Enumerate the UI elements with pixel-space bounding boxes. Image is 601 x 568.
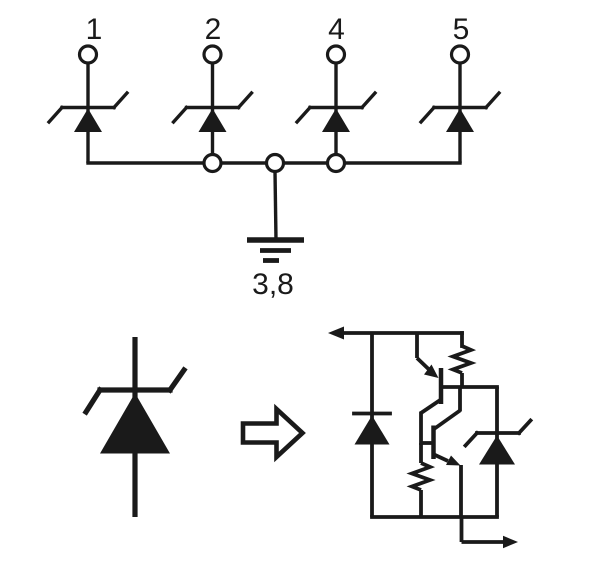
junction-node-pin2 xyxy=(202,152,223,174)
pin-1-terminal-circle xyxy=(77,44,99,65)
tvs-diode-icon xyxy=(46,90,130,132)
pin-2-label: 2 xyxy=(205,13,222,46)
junction-node-ground xyxy=(264,152,286,174)
pin-4: 4 xyxy=(294,13,378,163)
diode-icon xyxy=(352,333,392,517)
top-terminal-arrow-icon xyxy=(328,326,344,340)
pin-1-label: 1 xyxy=(86,13,103,46)
tvs-diode-icon xyxy=(418,90,502,132)
tvs-diode-icon xyxy=(294,90,378,132)
pin-2: 2 xyxy=(171,13,254,163)
pin-1: 1 xyxy=(46,13,130,163)
resistor-icon-bottom xyxy=(406,443,436,517)
ground-pins-label: 3,8 xyxy=(252,268,294,301)
pin-4-label: 4 xyxy=(328,13,345,46)
junction-node-pin4 xyxy=(325,152,347,174)
equivalent-circuit xyxy=(328,326,534,549)
tvs-diode-icon xyxy=(171,90,254,132)
pnp-emitter-arrow xyxy=(424,364,439,378)
zener-diode-icon xyxy=(462,387,534,517)
pin-array-schematic: 1 2 4 xyxy=(46,13,502,301)
bottom-terminal-arrow-icon xyxy=(503,535,518,549)
legend xyxy=(82,326,534,549)
bottom-terminal xyxy=(459,517,518,549)
block-arrow-right-icon xyxy=(240,403,306,463)
pin-5: 5 xyxy=(418,13,502,163)
pnp-transistor-icon xyxy=(415,333,444,445)
resistor-icon-top xyxy=(447,331,477,388)
pin-2-terminal-circle xyxy=(202,44,223,65)
pin-5-terminal-circle xyxy=(449,44,471,65)
npn-emitter-arrow xyxy=(446,455,461,466)
ground-icon xyxy=(247,171,304,263)
tvs-diode-icon-large xyxy=(82,337,188,517)
pin-5-label: 5 xyxy=(453,13,470,46)
npn-transistor-icon xyxy=(421,387,463,517)
pin-4-terminal-circle xyxy=(325,44,347,65)
